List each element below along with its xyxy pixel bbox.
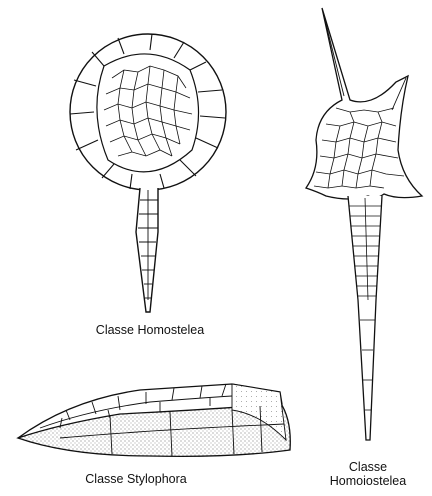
homoiostelea-spine: [323, 12, 344, 96]
stylophora-specimen: [18, 384, 290, 456]
homoiostelea-theca-outline: [306, 8, 422, 199]
homoiostelea-stalk: [348, 196, 382, 440]
caption-homostelea: Classe Homostelea: [84, 323, 216, 337]
caption-stylophora: Classe Stylophora: [70, 472, 202, 486]
homostelea-specimen: [70, 34, 226, 312]
caption-homoiostelea-line2: Homoiostelea: [318, 474, 418, 488]
homoiostelea-specimen: [306, 8, 422, 440]
homostelea-stalk: [136, 188, 158, 312]
caption-homoiostelea-line1: Classe: [318, 460, 418, 474]
